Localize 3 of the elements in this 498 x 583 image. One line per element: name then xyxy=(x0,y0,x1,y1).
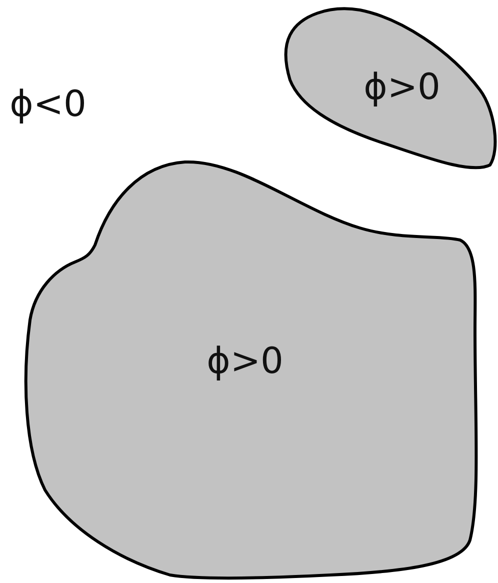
region-label: ϕ<0 xyxy=(10,87,86,123)
region-label: ϕ>0 xyxy=(206,344,284,380)
region-label: ϕ>0 xyxy=(364,70,440,106)
